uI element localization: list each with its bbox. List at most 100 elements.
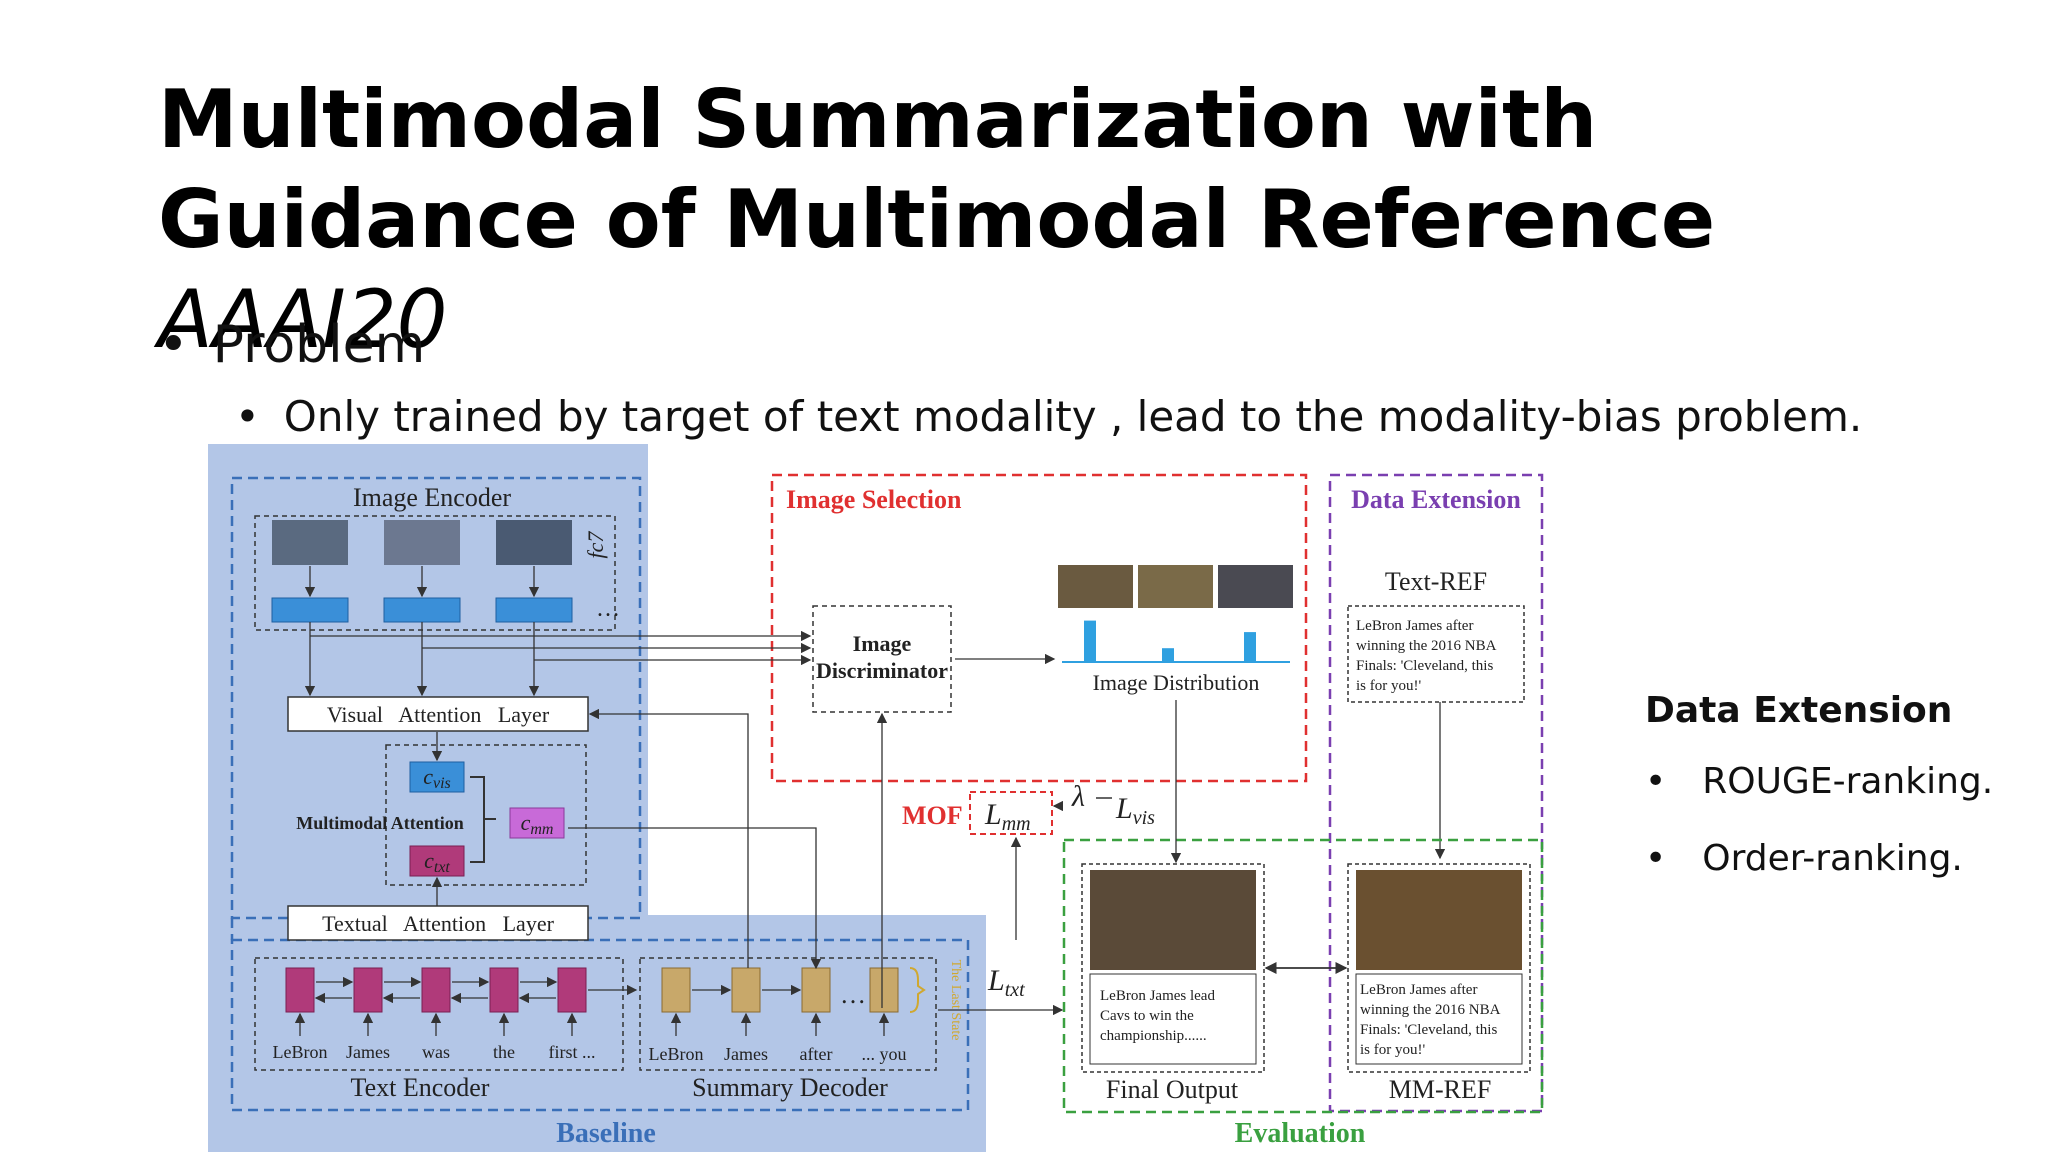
svg-text:cvis: cvis [423, 764, 451, 792]
decoder-word: ... you [862, 1044, 907, 1064]
body-line: winning the 2016 NBA [1360, 1002, 1501, 1018]
image-selection-label: Image Selection [786, 485, 962, 514]
c-mm-cell [509, 807, 565, 839]
decoder-cell [801, 967, 831, 1013]
feature-vector-2 [383, 597, 461, 623]
final-output-image [1090, 870, 1256, 970]
selection-image-1 [1058, 565, 1133, 608]
bullet-dot-icon: • [1645, 838, 1667, 879]
svg-text:cmm: cmm [521, 810, 554, 838]
selection-image-2 [1138, 565, 1213, 608]
c-vis-cell [409, 761, 465, 793]
svg-text:ctxt: ctxt [424, 848, 450, 876]
data-extension-frame [1328, 473, 1544, 1113]
body-line: is for you!' [1356, 678, 1421, 694]
summary-decoder-box [639, 957, 937, 1071]
encoder-cell [353, 967, 383, 1013]
baseline-label: Baseline [556, 1118, 656, 1149]
decoder-word: James [724, 1044, 768, 1064]
encoder-cell [489, 967, 519, 1013]
body-line: is for you!' [1360, 1042, 1425, 1058]
image-discriminator-line2: Discriminator [816, 658, 948, 683]
decoder-cell [731, 967, 761, 1013]
image-encoder-box [254, 515, 616, 631]
text-encoder-box [254, 957, 624, 1071]
evaluation-label: Evaluation [1235, 1118, 1366, 1149]
body-line: winning the 2016 NBA [1356, 638, 1497, 654]
side-item-order-ranking: •Order-ranking. [1645, 838, 1963, 879]
baseline-background [208, 444, 986, 1152]
bullet-dot-icon: • [158, 315, 189, 375]
body-line: Finals: 'Cleveland, this [1356, 658, 1493, 674]
l-vis-symbol: Lvis [1115, 792, 1155, 829]
encoder-word: LeBron [273, 1042, 328, 1062]
encoder-word: the [493, 1042, 515, 1062]
textual-attention-layer [287, 905, 589, 941]
lambda-symbol: λ [1071, 780, 1085, 813]
bullet-problem: •Problem [158, 315, 426, 375]
final-output-frame [1081, 863, 1265, 1073]
text-ref-box [1347, 605, 1525, 703]
l-mm-box [969, 791, 1053, 835]
body-line: championship...... [1100, 1028, 1207, 1044]
multimodal-attention-box [385, 744, 587, 886]
text-ref-label: Text-REF [1385, 567, 1487, 596]
image-selection-frame [770, 473, 1308, 783]
visual-attention-layer [287, 696, 589, 732]
distribution-bar [1162, 648, 1174, 662]
title-main: Multimodal Summarization with Guidance o… [158, 73, 1716, 266]
data-extension-label: Data Extension [1351, 485, 1521, 514]
selection-image-3 [1218, 565, 1293, 608]
news-image-1 [272, 520, 348, 565]
textual-attention-label: Textual Attention Layer [322, 911, 555, 936]
bullet-problem-detail: •Only trained by target of text modality… [235, 392, 1863, 441]
encoder-word: first ... [549, 1042, 596, 1062]
encoder-cell [421, 967, 451, 1013]
news-image-3 [496, 520, 572, 565]
title-venue: AAAI20 [158, 273, 448, 366]
visual-attention-label: Visual Attention Layer [327, 702, 550, 727]
body-line: LeBron James lead [1100, 988, 1215, 1004]
side-heading: Data Extension [1645, 690, 1953, 731]
fc7-label: fc7 [583, 531, 608, 559]
decoder-cell [661, 967, 691, 1013]
baseline-frame-top [230, 476, 642, 920]
image-discriminator [812, 605, 952, 713]
news-image-2 [384, 520, 460, 565]
side-item-rouge-ranking: •ROUGE-ranking. [1645, 761, 1994, 802]
last-state-label: The Last State [948, 960, 963, 1041]
baseline-frame-bottom [230, 938, 970, 1112]
image-distribution-label: Image Distribution [1093, 670, 1260, 695]
encoder-cell [285, 967, 315, 1013]
image-discriminator-line1: Image [853, 631, 912, 656]
mm-ref-image [1356, 870, 1522, 970]
feature-vector-1 [271, 597, 349, 623]
decoder-word: LeBron [649, 1044, 704, 1064]
bullet-dot-icon: • [235, 392, 260, 441]
decoder-word: after [800, 1044, 833, 1064]
more-features-ellipsis: … [596, 596, 620, 622]
distribution-bar [1084, 620, 1096, 662]
evaluation-frame [1062, 838, 1544, 1114]
bullet-dot-icon: • [1645, 761, 1667, 802]
mm-ref-label: MM-REF [1389, 1075, 1492, 1104]
encoder-word: James [346, 1042, 390, 1062]
encoder-cell [557, 967, 587, 1013]
encoder-word: was [422, 1042, 450, 1062]
slide-title: Multimodal Summarization with Guidance o… [158, 70, 1958, 370]
input-images [272, 520, 572, 565]
data-extension-panel: Data Extension •ROUGE-ranking. •Order-ra… [1645, 690, 1993, 915]
distribution-bar [1244, 632, 1256, 662]
body-line: Cavs to win the [1100, 1008, 1194, 1024]
mm-ref-text-box [1355, 973, 1523, 1065]
body-line: Finals: 'Cleveland, this [1360, 1022, 1497, 1038]
decoder-cell [869, 967, 899, 1013]
l-txt-symbol: Ltxt [987, 964, 1025, 1001]
image-distribution-bars [1084, 620, 1256, 662]
c-txt-cell [409, 845, 465, 877]
mof-label: MOF [902, 801, 963, 830]
encoder-cells: LeBron James was the first ... [273, 967, 638, 1062]
